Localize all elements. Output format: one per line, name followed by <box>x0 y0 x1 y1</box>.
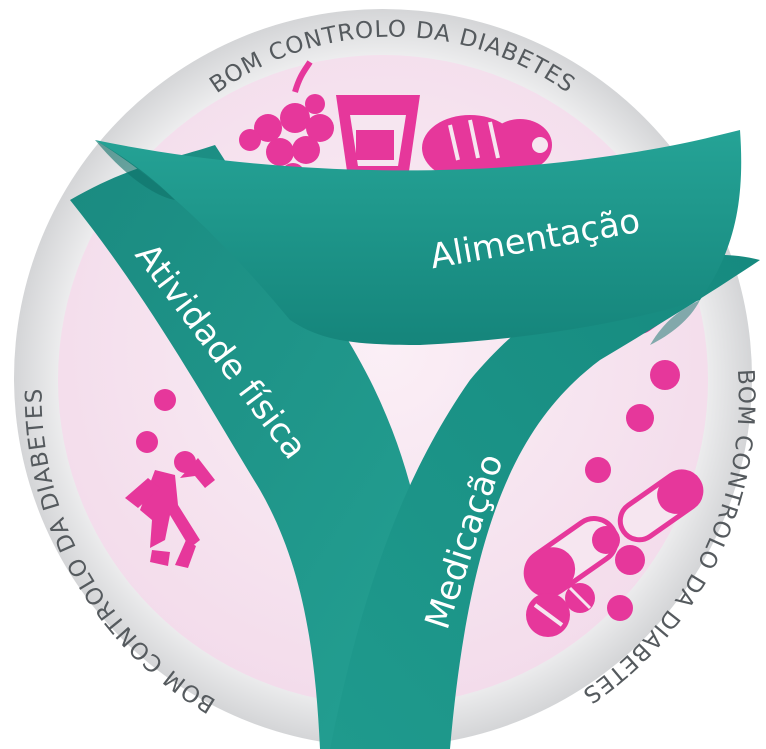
glass-icon <box>336 95 420 178</box>
